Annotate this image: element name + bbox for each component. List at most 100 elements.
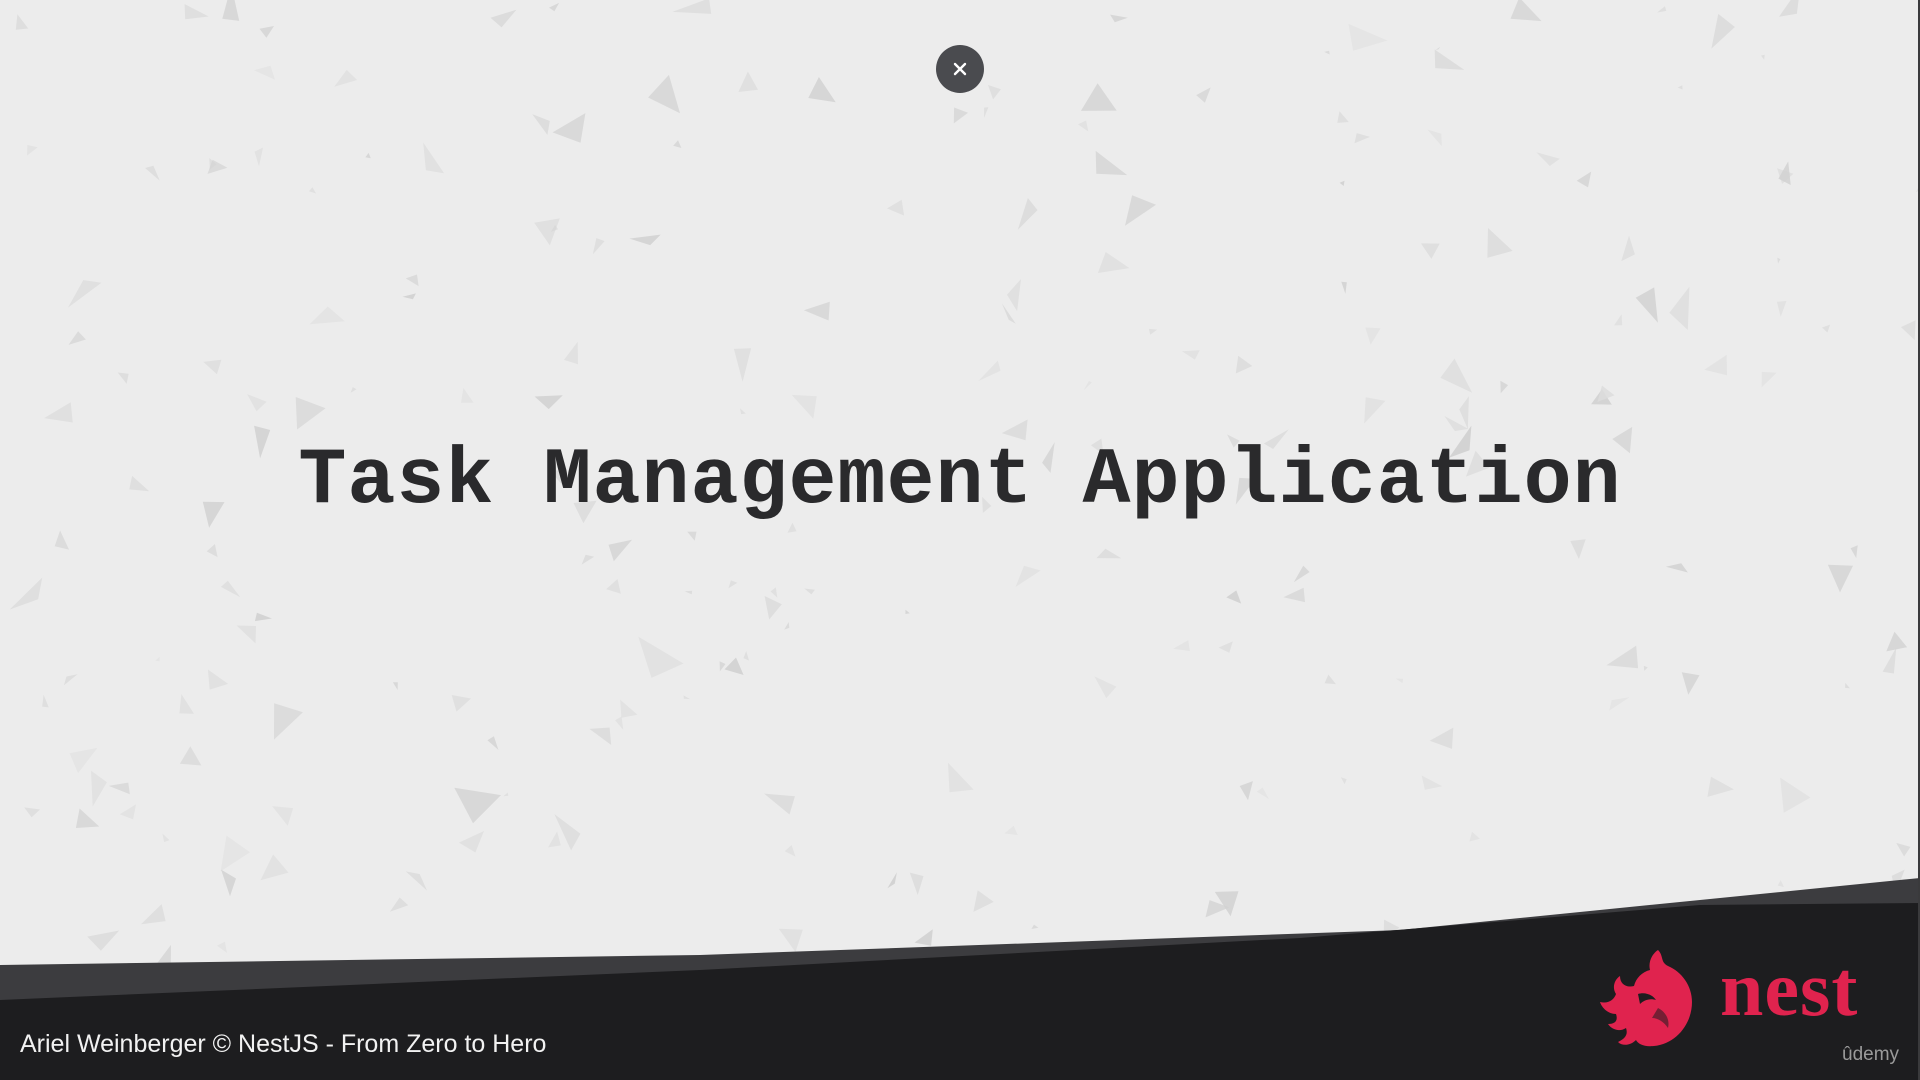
confetti-shard [202,501,225,528]
confetti-shard [887,199,905,216]
confetti-shard [1364,397,1386,424]
confetti-shard [1614,314,1623,326]
confetti-shard [9,577,43,610]
confetti-shard [978,360,1001,382]
confetti-shard [532,114,550,135]
confetti-shard [405,871,427,891]
confetti-shard [1570,539,1586,559]
confetti-shard [953,107,968,124]
confetti-shard [179,694,194,714]
confetti-shard [1510,0,1542,22]
confetti-shard [119,804,136,820]
confetti-shard [1711,13,1735,49]
confetti-shard [1148,328,1158,335]
confetti-shard [1643,665,1648,671]
confetti-shard [1606,645,1639,669]
confetti-shard [1459,396,1469,429]
confetti-shard [905,609,910,614]
confetti-shard [274,703,303,740]
confetti-shard [24,807,40,818]
confetti-shard [1435,46,1441,50]
confetti-shard [787,522,797,533]
confetti-shard [260,854,289,881]
confetti-shard [365,152,371,159]
confetti-shard [54,530,69,550]
confetti-shard [1196,87,1211,103]
confetti-shard [220,835,250,872]
confetti-shard [984,107,989,118]
confetti-shard [1677,85,1683,90]
confetti-shard [1822,324,1830,333]
confetti-shard [982,496,992,513]
confetti-shard [887,872,897,889]
confetti-shard [629,234,661,246]
confetti-shard [69,747,98,774]
confetti-shard [1083,380,1092,391]
confetti-shard [1340,777,1347,785]
confetti-shard [1657,6,1667,13]
confetti-shard [309,187,317,194]
confetti-shard [1669,286,1690,330]
confetti-shard [1235,355,1253,374]
confetti-shard [458,831,484,853]
confetti-shard [1235,477,1256,505]
confetti-shard [1500,380,1509,394]
confetti-shard [44,402,73,423]
close-icon [953,62,967,76]
confetti-shard [503,792,509,797]
confetti-shard [1017,198,1038,230]
confetti-shard [549,2,560,12]
confetti-shard [1777,880,1784,888]
confetti-shard [770,587,778,598]
confetti-shard [684,590,693,595]
confetti-shard [1395,678,1404,684]
confetti-shard [554,814,581,851]
confetti-shard [909,872,924,895]
confetti-shard [1469,831,1480,842]
close-button[interactable] [936,45,984,93]
confetti-shard [392,682,398,690]
confetti-shard [756,495,768,505]
confetti-shard [1707,776,1734,797]
confetti-shard [1097,252,1130,273]
confetti-shard [1761,54,1765,60]
confetti-shard [254,612,272,622]
confetti-shard [1110,14,1128,23]
confetti-shard [791,394,817,419]
confetti-shard [490,9,517,28]
confetti-shard [764,596,782,620]
udemy-logo: ûdemy [1842,1044,1900,1065]
confetti-shard [162,833,170,843]
confetti-shard [1001,303,1016,324]
confetti-shard [1348,23,1388,51]
confetti-shard [207,669,229,690]
nest-wordmark: nest [1720,945,1859,1032]
confetti-shard [141,904,166,925]
confetti-shard [804,588,815,595]
confetti-shard [606,579,621,594]
confetti-shard [1777,257,1781,264]
confetti-shard [1096,548,1122,559]
confetti-shard [592,238,605,255]
confetti-shard [638,636,684,678]
confetti-shard [1031,924,1039,929]
confetti-shard [573,500,597,524]
confetti-shard [673,140,682,148]
confetti-shard [184,4,209,20]
confetti-shard [784,622,790,630]
confetti-shard [259,26,274,38]
confetti-shard [68,331,86,345]
confetti-shard [778,928,803,953]
confetti-shard [1007,279,1021,312]
confetti-shard [733,348,752,382]
confetti-shard [1621,235,1635,262]
confetti-shard [803,301,830,321]
confetti-shard [724,657,744,675]
confetti-shard [1597,385,1615,402]
confetti-shard [179,746,202,766]
confetti-shard [220,580,241,598]
confetti-shard [738,71,758,92]
confetti-shard [42,694,49,708]
confetti-shard [222,0,240,21]
